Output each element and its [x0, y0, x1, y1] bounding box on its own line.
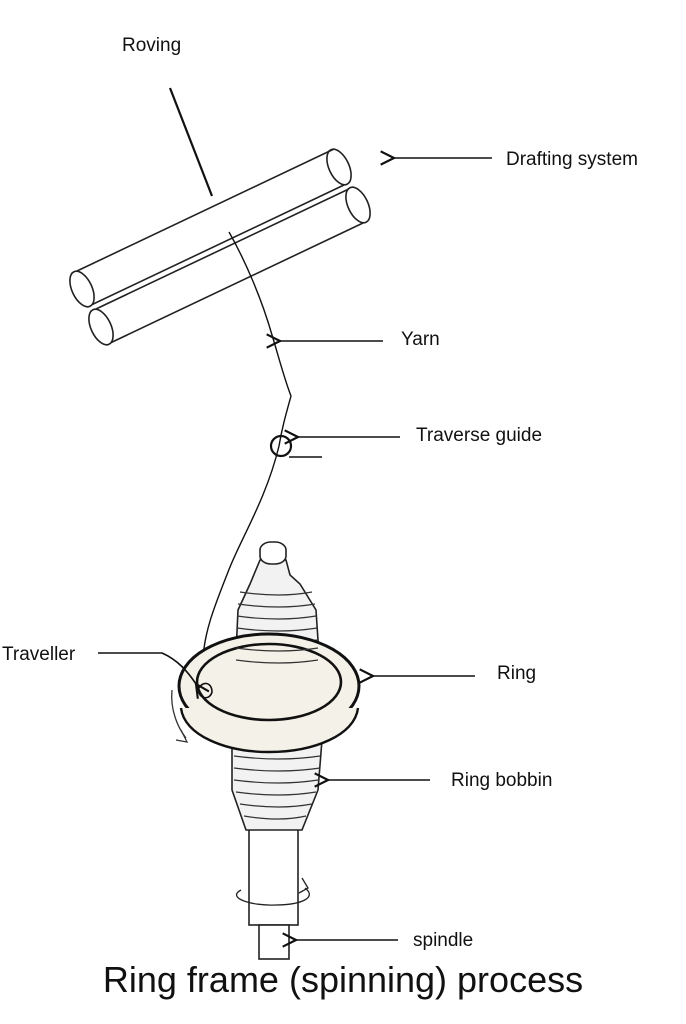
label-traveller: Traveller — [2, 644, 76, 665]
label-drafting-system: Drafting system — [506, 149, 638, 170]
drafting-rollers — [69, 148, 371, 346]
label-traverse-guide: Traverse guide — [416, 425, 543, 446]
callout-arrows — [98, 158, 492, 940]
spindle — [235, 814, 310, 960]
upper-roller — [69, 148, 352, 308]
yarn-path — [202, 231, 292, 661]
traverse-guide — [269, 434, 322, 458]
label-ring: Ring — [497, 663, 537, 684]
arrow-traveller — [98, 652, 196, 684]
ring — [177, 632, 361, 754]
label-ring-bobbin: Ring bobbin — [451, 770, 553, 791]
diagram-title: Ring frame (spinning) process — [102, 959, 584, 1000]
lower-roller — [88, 186, 371, 346]
label-spindle: spindle — [413, 930, 474, 951]
label-roving: Roving — [122, 35, 182, 56]
label-yarn: Yarn — [401, 329, 440, 350]
roving-strand — [168, 87, 214, 197]
